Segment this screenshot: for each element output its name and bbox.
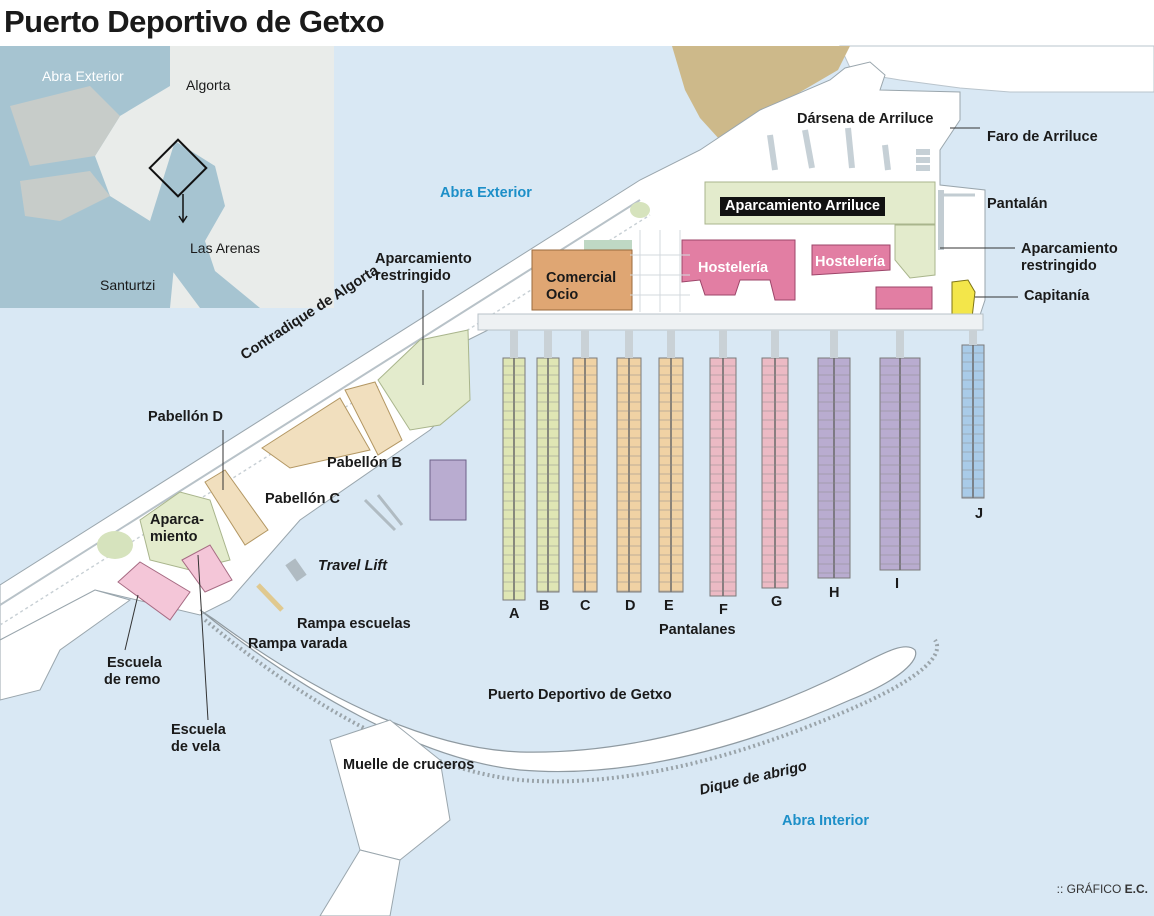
gangway-b	[544, 330, 552, 358]
gangway-d	[625, 330, 633, 358]
inset-label-las-arenas: Las Arenas	[190, 240, 261, 256]
pabellon-b-building	[344, 381, 403, 456]
credit-source: E.C.	[1124, 882, 1148, 896]
label-aparcamiento-restringido-left-2: restringido	[375, 268, 451, 284]
label-muelle-cruceros: Muelle de cruceros	[343, 757, 475, 773]
parking-restricted-left	[377, 329, 471, 431]
rampa-escuelas-ramp	[285, 558, 307, 582]
label-escuela-remo-2: de remo	[104, 672, 161, 688]
gangway-f	[719, 330, 727, 358]
label-escuela-vela-2: de vela	[171, 739, 221, 755]
pabellon-d-building	[204, 469, 269, 546]
street-grid	[630, 230, 690, 312]
dique-armour	[203, 618, 939, 784]
arriluce-piers	[767, 127, 930, 171]
pontoon-label-e: E	[664, 598, 674, 614]
pontoon-label-d: D	[625, 598, 636, 614]
inset-svg	[0, 46, 334, 308]
green-roundabout-2	[630, 202, 650, 218]
inset-locator-box	[148, 138, 208, 198]
pontoon-label-j: J	[975, 506, 984, 522]
gangway-i	[896, 330, 904, 358]
label-rampa-escuelas: Rampa escuelas	[297, 616, 411, 632]
pontoon-label-b: B	[539, 598, 550, 614]
pantalan-pier	[938, 190, 944, 250]
west-breakwater	[0, 589, 132, 701]
pontoon-label-a: A	[509, 606, 520, 622]
page-title: Puerto Deportivo de Getxo	[4, 4, 385, 39]
label-hosteleria-2: Hostelería	[815, 254, 886, 270]
label-capitania: Capitanía	[1024, 288, 1090, 304]
label-pabellon-b: Pabellón B	[327, 455, 402, 471]
pontoon-label-h: H	[829, 585, 840, 601]
label-aparcamiento-arriluce: Aparcamiento Arriluce	[720, 197, 885, 216]
escuela-vela-building	[181, 544, 233, 593]
label-pantalan: Pantalán	[987, 196, 1048, 212]
travel-lift-pier	[363, 494, 404, 532]
gangway-e	[667, 330, 675, 358]
label-hosteleria-1: Hostelería	[698, 260, 769, 276]
label-escuela-vela-1: Escuela	[171, 722, 226, 738]
gangway-h	[830, 330, 838, 358]
escuela-remo-building	[117, 561, 191, 621]
label-abra-exterior: Abra Exterior	[440, 185, 532, 201]
sand-area	[672, 46, 850, 140]
label-aparcamiento-restringido-left-1: Aparcamiento	[375, 251, 472, 267]
label-pabellon-d: Pabellón D	[148, 409, 223, 425]
comercial-roof	[584, 240, 632, 250]
label-aparcamiento-restringido-right-1: Aparcamiento	[1021, 241, 1118, 257]
label-puerto-deportivo: Puerto Deportivo de Getxo	[488, 687, 672, 703]
inset-port-zone	[20, 171, 110, 221]
label-aparcamiento-restringido-right-2: restringido	[1021, 258, 1097, 274]
quay-walkway	[477, 313, 984, 331]
pontoon-label-c: C	[580, 598, 591, 614]
credit-prefix: :: GRÁFICO	[1056, 882, 1122, 896]
label-abra-interior: Abra Interior	[782, 813, 870, 829]
label-comercial-2: Ocio	[546, 287, 579, 303]
green-roundabout-1	[97, 531, 133, 559]
inset-label-abra-exterior: Abra Exterior	[42, 68, 124, 84]
hosteleria-building-1	[681, 239, 796, 301]
inset-estuary	[150, 141, 260, 308]
label-aparcamiento-2: miento	[150, 529, 198, 545]
pontoon-label-i: I	[895, 576, 900, 592]
inset-label-santurtzi: Santurtzi	[100, 277, 156, 293]
label-pabellon-c: Pabellón C	[265, 491, 340, 507]
label-rampa-varada: Rampa varada	[248, 636, 348, 652]
hosteleria-building-2	[811, 244, 891, 276]
pontoons-group	[502, 330, 985, 601]
rampa-varada-ramp	[256, 583, 284, 612]
gangway-g	[771, 330, 779, 358]
gangway-c	[581, 330, 589, 358]
inset-port-santurtzi	[10, 86, 120, 166]
inset-locator-map: Abra Exterior Algorta Las Arenas Santurt…	[0, 46, 334, 308]
credit: :: GRÁFICO E.C.	[1057, 882, 1148, 896]
label-escuela-remo-1: Escuela	[107, 655, 162, 671]
pontoon-label-f: F	[719, 602, 728, 618]
label-travel-lift: Travel Lift	[318, 558, 388, 574]
dique-abrigo	[199, 609, 917, 773]
gangway-j	[969, 330, 977, 345]
label-faro-arriluce: Faro de Arriluce	[987, 129, 1098, 145]
small-pontoon	[429, 459, 467, 521]
label-darsena-arriluce: Dársena de Arriluce	[797, 111, 934, 127]
inset-label-algorta: Algorta	[186, 77, 231, 93]
pontoon-label-g: G	[771, 594, 783, 610]
leader-lines	[124, 127, 1018, 721]
parking-restricted-right	[894, 224, 936, 279]
comercial-building	[531, 249, 633, 311]
label-aparcamiento-1: Aparca-	[150, 512, 204, 528]
label-pantalanes: Pantalanes	[659, 622, 736, 638]
muelle-cruceros-pier	[319, 849, 401, 916]
hosteleria-annex	[875, 286, 933, 310]
gangway-a	[510, 330, 518, 358]
pabellon-c-building	[261, 397, 371, 469]
label-comercial-1: Comercial	[546, 270, 617, 286]
